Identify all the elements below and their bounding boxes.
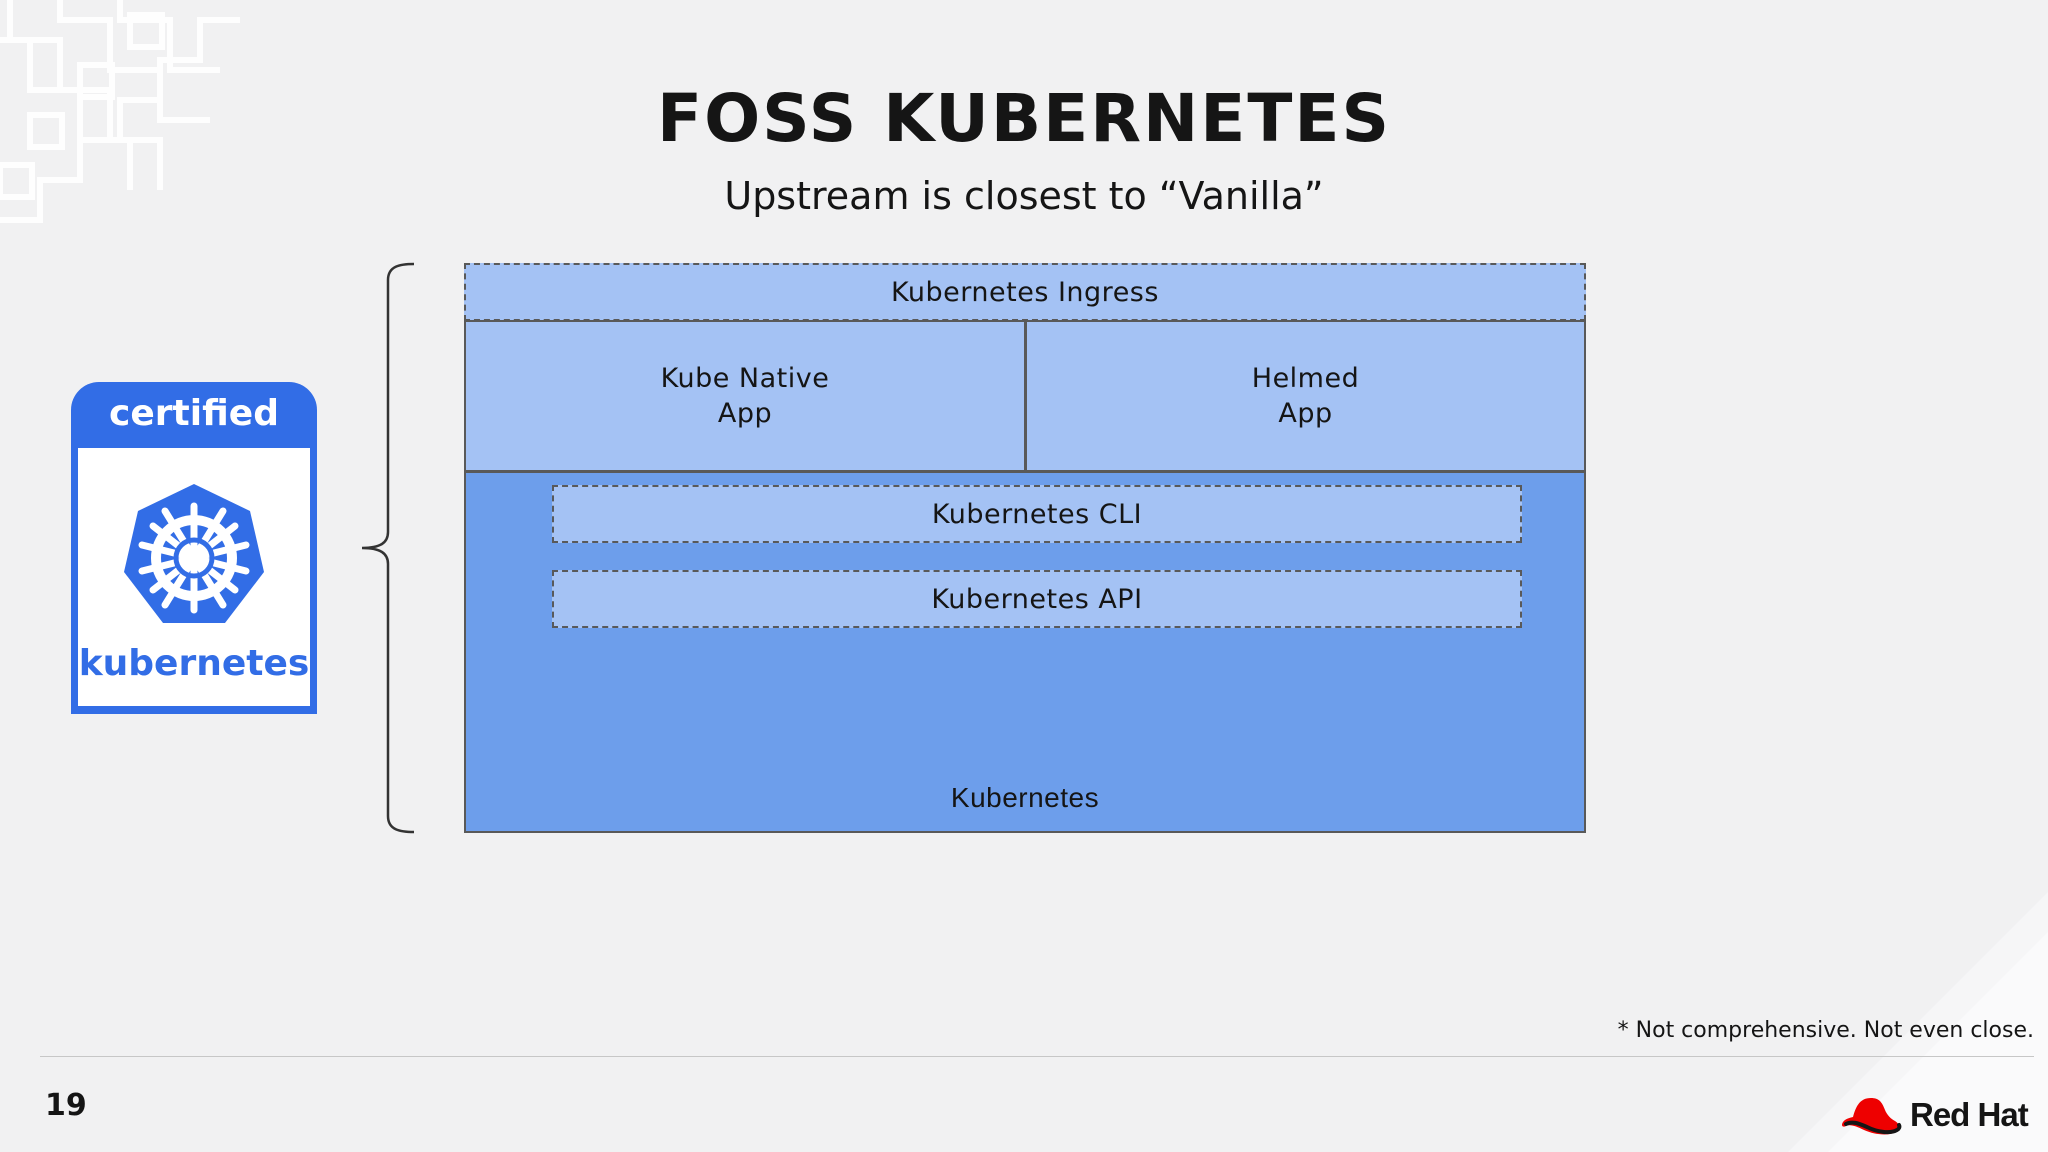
footnote: * Not comprehensive. Not even close. (1617, 1018, 2034, 1043)
kubernetes-cli-box: Kubernetes CLI (552, 485, 1522, 543)
slide-subtitle: Upstream is closest to “Vanilla” (724, 174, 1324, 218)
certified-kubernetes-badge: certified kubernetes (71, 382, 317, 714)
kube-native-app-box: Kube Native App (464, 320, 1026, 472)
kubernetes-api-box: Kubernetes API (552, 570, 1522, 628)
badge-certified-label: certified (109, 393, 279, 434)
helmed-app-box: Helmed App (1025, 320, 1586, 472)
kube-native-app-line2: App (717, 398, 773, 429)
decorative-corner-wedge (1788, 892, 2048, 1152)
page-number: 19 (45, 1088, 87, 1123)
left-curly-brace (361, 262, 415, 834)
kube-native-app-line1: Kube Native (660, 363, 830, 394)
footer-divider (40, 1056, 2034, 1057)
red-hat-logo-icon (1842, 1098, 1902, 1135)
slide-title: FOSS KUBERNETES (656, 80, 1392, 157)
kubernetes-helm-icon (124, 484, 264, 623)
kubernetes-ingress-box: Kubernetes Ingress (464, 263, 1586, 321)
red-hat-wordmark: Red Hat (1910, 1096, 2029, 1133)
red-hat-logo: Red Hat (1840, 1090, 2036, 1138)
badge-kubernetes-label: kubernetes (78, 643, 310, 684)
helmed-app-line2: App (1278, 398, 1333, 429)
helmed-app-line1: Helmed (1251, 363, 1360, 394)
decorative-corner-pattern (0, 0, 240, 223)
badge-inner-panel: kubernetes (78, 448, 310, 706)
